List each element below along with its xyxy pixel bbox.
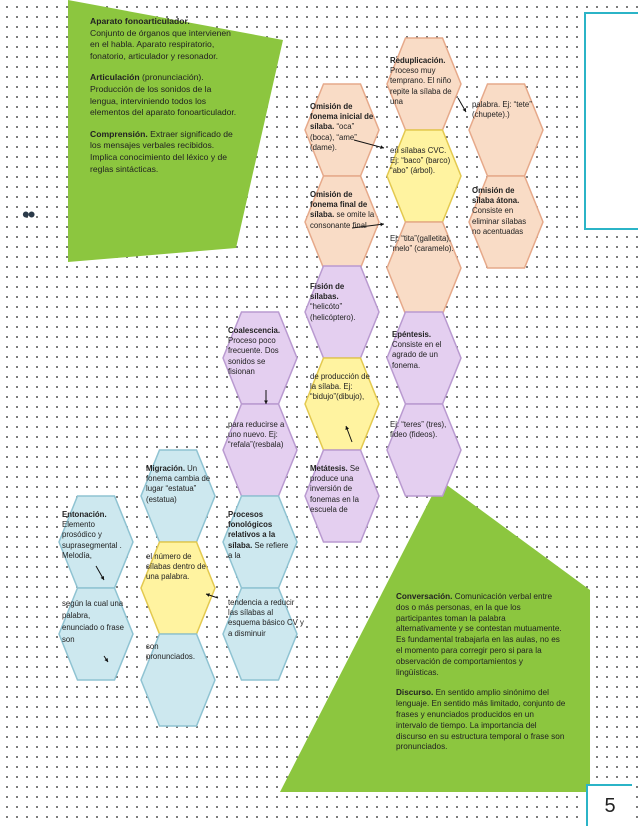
hex-shape-palabra	[468, 83, 544, 177]
metatesis-text: Se produce una inversión de fonemas en l…	[310, 464, 360, 514]
center-mid-text: de producción de la sílaba. Ej: “bidujo”…	[310, 372, 370, 402]
center-top-text: en sílabas CVC. Ej: “baco” (barco) “abo”…	[390, 146, 451, 176]
hex-shape-omision-atona	[468, 175, 544, 269]
left-panel-text: Aparato fonoarticulador. Conjunto de órg…	[90, 16, 240, 185]
hex-shape-segun	[58, 587, 134, 681]
omision-inicial-title: Omisión de fonema inicial de sílaba.	[310, 102, 374, 132]
arrow-metatesis-head	[345, 426, 350, 430]
coalescencia-title: Coalescencia.	[228, 326, 281, 335]
hex-shape-teres	[386, 403, 462, 497]
hex-shape-son	[140, 633, 216, 727]
discurso-text: En sentido amplio sinónimo del lenguaje.…	[396, 688, 566, 752]
articulacion-title: Articulación	[90, 72, 140, 83]
conversacion-text: Comunicación verbal entre dos o más pers…	[396, 592, 562, 677]
hex-teres: Ej: “teres” (tres), fideo (fideos).	[390, 420, 456, 440]
hex-entonacion: Entonación. Elemento prosódico y suprase…	[62, 510, 130, 561]
right-panel-text: Conversación. Comunicación verbal entre …	[396, 592, 566, 763]
hex-son: son pronunciados.	[146, 642, 206, 662]
procesos-text: Se refiere a la	[228, 540, 289, 560]
arrow-coalescencia-head	[264, 400, 268, 404]
reduplicacion-title: Reduplicación.	[390, 56, 446, 65]
arrow-segun-head	[104, 658, 108, 662]
hex-shape-metatesis	[304, 449, 380, 543]
palabra-text: palabra. Ej: “tete” (chupete).)	[472, 100, 532, 120]
bullet-dots: ••	[22, 202, 35, 227]
hex-coalescencia: Coalescencia. Proceso poco frecuente. Do…	[228, 326, 294, 377]
omision-atona-text: Consiste en eliminar sílabas no acentuad…	[472, 206, 527, 236]
coalescencia-text: Proceso poco frecuente. Dos sonidos se f…	[228, 336, 279, 376]
entonacion-title: Entonación.	[62, 510, 107, 519]
migracion-title: Migración.	[146, 464, 185, 473]
arrow-omision-inicial-head	[380, 145, 384, 149]
hex-fision: Fisión de sílabas. “helicóto” (helicópte…	[310, 282, 372, 323]
hex-center-bottom: el número de sílabas dentro de una palab…	[146, 552, 212, 583]
epentesis-text: Consiste en el agrado de un fonema.	[392, 340, 442, 370]
hex-reducirse: para reducirse a uno nuevo. Ej: “refala”…	[228, 420, 294, 451]
hex-epentesis: Epéntesis. Consiste en el agrado de un f…	[392, 330, 454, 371]
page-number: 5	[586, 784, 632, 826]
center-bottom-text: el número de sílabas dentro de una palab…	[146, 552, 206, 582]
arrow-omision-final-head	[380, 222, 384, 227]
reducirse-text: para reducirse a uno nuevo. Ej: “refala”…	[228, 420, 285, 450]
corner-frame	[584, 12, 638, 230]
hex-center-mid: de producción de la sílaba. Ej: “bidujo”…	[310, 372, 376, 403]
hex-omision-atona: Omisión de sílaba átona. Consiste en eli…	[472, 186, 536, 237]
comprension-title: Comprensión.	[90, 128, 148, 139]
hex-procesos: Procesos fonológicos relativos a la síla…	[228, 510, 294, 561]
omision-atona-title: Omisión de sílaba átona.	[472, 186, 520, 206]
arrow-omision-final	[351, 223, 385, 229]
omision-final-title: Omisión de fonema final de sílaba.	[310, 190, 368, 220]
discurso-title: Discurso.	[396, 688, 434, 698]
teres-text: Ej: “teres” (tres), fideo (fideos).	[390, 420, 447, 440]
procesos-title: Procesos fonológicos relativos a la síla…	[228, 510, 276, 550]
son-text: son pronunciados.	[146, 642, 195, 662]
metatesis-title: Metátesis.	[310, 464, 348, 473]
comprension-text: Extraer significado de los mensajes verb…	[90, 128, 233, 174]
entonacion-text: Elemento prosódico y suprasegmental . Me…	[62, 520, 122, 560]
hex-ej-tita: Ej: “tita”(galletita), “melo” (caramelo)…	[390, 234, 454, 254]
arrow-tendencia-head	[206, 593, 210, 597]
epentesis-title: Epéntesis.	[392, 330, 431, 339]
hex-omision-final: Omisión de fonema final de sílaba. se om…	[310, 190, 376, 231]
arrow-reduplicacion-head	[462, 108, 466, 112]
hex-metatesis: Metátesis. Se produce una inversión de f…	[310, 464, 374, 515]
arrow-omision-inicial	[353, 139, 385, 149]
hex-center-top: en sílabas CVC. Ej: “baco” (barco) “abo”…	[390, 146, 456, 177]
hex-segun: según la cual una palabra, enunciado o f…	[62, 598, 124, 646]
hex-reduplicacion: Reduplicación. Proceso muy temprano. El …	[390, 56, 460, 107]
hex-tendencia: tendencia a reducir las sílabas al esque…	[228, 598, 306, 639]
hex-shape-tendencia	[222, 587, 298, 681]
segun-text: según la cual una palabra, enunciado o f…	[62, 599, 124, 644]
fision-title: Fisión de sílabas.	[310, 282, 345, 302]
aparato-text: Conjunto de órganos que intervienen en e…	[90, 27, 231, 61]
reduplicacion-text: Proceso muy temprano. El niño repite la …	[390, 66, 452, 106]
tendencia-text: tendencia a reducir las sílabas al esque…	[228, 598, 304, 638]
arrow-entonacion-head	[100, 576, 104, 580]
conversacion-title: Conversación.	[396, 592, 453, 601]
ej-tita-text: Ej: “tita”(galletita), “melo” (caramelo)…	[390, 234, 454, 254]
omision-inicial-text: “oca” (boca), “ame” (dame).	[310, 122, 357, 152]
omision-final-text: se omite la consonante final	[310, 210, 375, 230]
articulacion-text: Producción de los sonidos de la lengua, …	[90, 83, 237, 118]
hex-migracion: Migración. Un fonema cambia de lugar “es…	[146, 464, 212, 505]
aparato-title: Aparato fonoarticulador.	[90, 16, 190, 26]
fision-text: “helicóto” (helicóptero).	[310, 302, 356, 322]
hex-omision-inicial: Omisión de fonema inicial de sílaba. “oc…	[310, 102, 376, 153]
articulacion-paren: (pronunciación).	[139, 72, 204, 83]
migracion-text: Un fonema cambia de lugar “estatua” (est…	[146, 464, 211, 504]
hex-palabra: palabra. Ej: “tete” (chupete).)	[472, 100, 534, 120]
